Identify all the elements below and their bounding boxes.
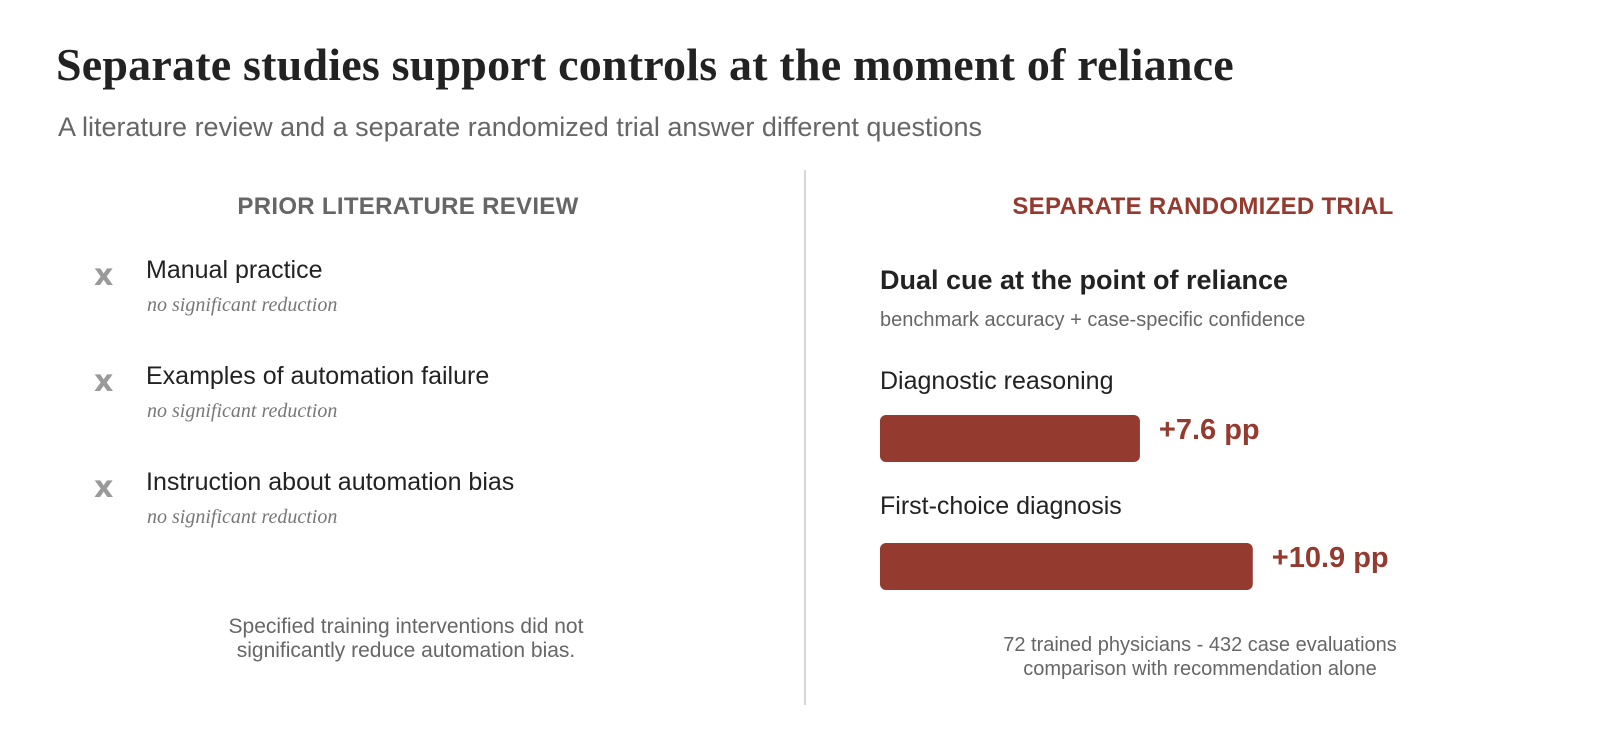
page-title: Separate studies support controls at the… — [56, 39, 1234, 90]
page-subtitle: A literature review and a separate rando… — [58, 112, 983, 142]
trial-note-line-2: comparison with recommendation alone — [1023, 658, 1377, 680]
bar-diagnostic-reasoning — [880, 415, 1140, 462]
item-label: Examples of automation failure — [146, 362, 490, 390]
metric-label-diagnostic-reasoning: Diagnostic reasoning — [880, 367, 1114, 395]
cue-subtitle: benchmark accuracy + case-specific confi… — [880, 309, 1306, 331]
item-note: no significant reduction — [147, 506, 338, 528]
metric-label-first-choice: First-choice diagnosis — [880, 492, 1122, 520]
bar-first-choice-diagnosis — [880, 543, 1253, 590]
left-summary: Specified training interventions did not… — [186, 615, 626, 663]
cue-title: Dual cue at the point of reliance — [880, 265, 1289, 295]
item-note: no significant reduction — [147, 400, 338, 422]
left-column-heading: PRIOR LITERATURE REVIEW — [237, 193, 579, 220]
summary-line-1: Specified training interventions did not — [228, 615, 584, 638]
item-label: Manual practice — [146, 256, 323, 284]
trial-note: 72 trained physicians - 432 case evaluat… — [900, 633, 1500, 681]
item-label: Instruction about automation bias — [146, 468, 515, 496]
x-mark-icon: x — [94, 470, 114, 505]
x-mark-icon: x — [94, 258, 114, 293]
trial-note-line-1: 72 trained physicians - 432 case evaluat… — [1003, 634, 1397, 656]
x-mark-icon: x — [94, 364, 114, 399]
bar-value-label: +10.9 pp — [1272, 542, 1389, 574]
right-column-heading: SEPARATE RANDOMIZED TRIAL — [1012, 193, 1394, 220]
bar-value-label: +7.6 pp — [1159, 414, 1260, 446]
column-divider — [804, 170, 806, 705]
item-note: no significant reduction — [147, 294, 338, 316]
summary-line-2: significantly reduce automation bias. — [236, 639, 576, 662]
